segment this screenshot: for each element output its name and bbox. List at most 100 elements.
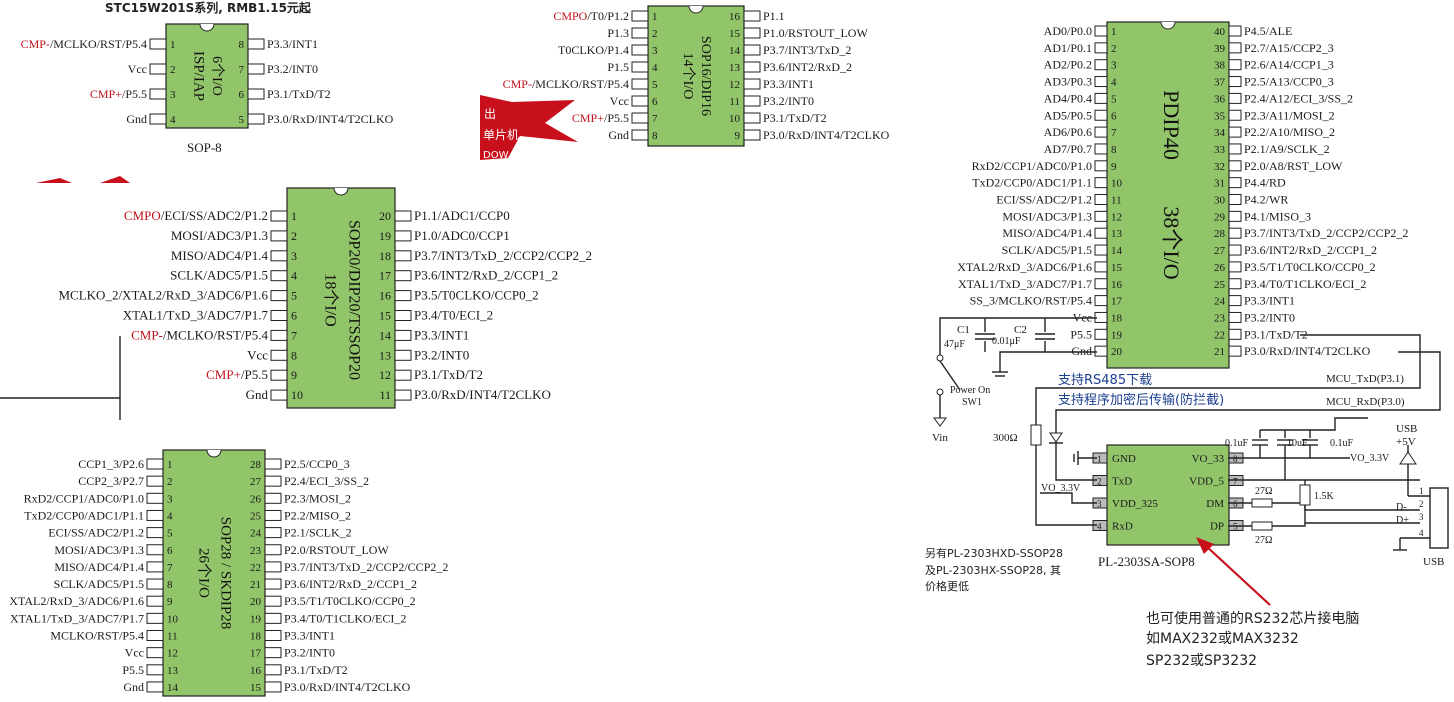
sop8-pin-number: 6 — [239, 89, 245, 101]
sop16-pin-number: 1 — [652, 11, 658, 23]
pl2303-pin-number: 4 — [1097, 522, 1102, 532]
pdip40-pin-label: P5.5 — [1070, 327, 1092, 341]
sop20-pin-number: 18 — [379, 249, 391, 263]
sop28-pin-number: 13 — [167, 665, 179, 677]
sop28-pin-24 — [264, 527, 282, 539]
pdip40-pin-number: 25 — [1214, 279, 1226, 291]
sop8-pin-number: 1 — [170, 39, 176, 51]
sop16-pin-label: Gnd — [608, 128, 629, 142]
sop16-pin-7 — [631, 112, 649, 124]
sop20-pin-15 — [394, 310, 412, 321]
sop8-notch — [199, 23, 215, 32]
sop20-pin-19 — [394, 230, 412, 242]
sop16-pin-label: CMP+/P5.5 — [572, 111, 629, 125]
sop28-pin-number: 15 — [250, 682, 262, 694]
pdip40-pin-label: MOSI/ADC3/P1.3 — [1002, 209, 1092, 223]
sop28-pin-label: Gnd — [123, 680, 144, 694]
sop20-pin-number: 17 — [379, 269, 391, 283]
pdip40-pin-28 — [1228, 227, 1242, 239]
sop16-pin-label: T0CLKO/P1.4 — [558, 43, 629, 57]
pl2303-pin-label: VDD_5 — [1189, 476, 1224, 488]
sop28-pin-number: 27 — [250, 476, 262, 488]
usb-pin-4: 4 — [1419, 528, 1424, 538]
sop28-pin-16 — [264, 664, 282, 676]
sop20-pin-number: 9 — [291, 368, 297, 382]
sop16-pin-10 — [743, 112, 761, 124]
sop28-pin-label: P2.1/SCLK_2 — [284, 526, 352, 540]
sop20-pin-1 — [270, 210, 288, 222]
pdip40-pin-9 — [1094, 160, 1108, 172]
sop28-pin-label: MOSI/ADC3/P1.3 — [54, 543, 144, 557]
pdip40-pin-number: 20 — [1111, 346, 1123, 358]
sop28-pin-25 — [264, 509, 282, 521]
sop28-pin-label: P2.4/ECI_3/SS_2 — [284, 474, 369, 488]
pdip40-pin-label: P3.1/TxD/T2 — [1244, 327, 1308, 341]
sop8-pin-3 — [149, 88, 167, 100]
sop16-pin-label: P1.0/RSTOUT_LOW — [763, 26, 868, 40]
sop16-pin-5 — [631, 78, 649, 90]
dplus-label: D+ — [1396, 515, 1409, 526]
sop20-pin-number: 8 — [291, 348, 297, 362]
rs485-support-label: 支持RS485下载 — [1058, 373, 1152, 388]
pdip40-pin-number: 13 — [1111, 228, 1123, 240]
usb-pin-1: 1 — [1419, 486, 1424, 496]
sop16-pin-number: 8 — [652, 130, 658, 142]
pdip40-pin-number: 32 — [1214, 161, 1225, 173]
sop20-pin-16 — [394, 290, 412, 302]
mcu-txd-wire — [1035, 334, 1421, 526]
pdip40-pin-11 — [1094, 194, 1108, 205]
mcu-rxd-label: MCU_RxD(P3.0) — [1326, 396, 1405, 408]
pdip40-pin-label: P3.3/INT1 — [1244, 294, 1295, 308]
pdip40-pin-number: 21 — [1214, 346, 1225, 358]
sop8-pin-label: Gnd — [126, 112, 147, 126]
mcu-rxd-wire — [1055, 351, 1441, 481]
page-title: STC15W201S系列, RMB1.15元起 — [105, 0, 312, 15]
banner-fragment — [36, 178, 72, 183]
sop28-pin-number: 11 — [167, 631, 178, 643]
sop16-pin-label: P3.0/RxD/INT4/T2CLKO — [763, 128, 890, 142]
pl2303-pin-label: GND — [1112, 453, 1136, 465]
pdip40-pin-number: 26 — [1214, 262, 1226, 274]
pdip40-pin-label: XTAL2/RxD_3/ADC6/P1.6 — [957, 260, 1092, 274]
sop16-body — [647, 5, 745, 147]
sop16-pin-6 — [631, 95, 649, 107]
sop28-pin-number: 24 — [250, 528, 262, 540]
rs232-note-2: 如MAX232或MAX3232 — [1146, 631, 1299, 647]
pl2303-pin-number: 6 — [1233, 499, 1238, 509]
pdip40-pin-39 — [1228, 42, 1242, 54]
pdip40-pin-label: P3.5/T1/T0CLKO/CCP0_2 — [1244, 260, 1376, 274]
pdip40-pin-label: AD1/P0.1 — [1044, 41, 1092, 55]
pdip40-pin-label: P4.4/RD — [1244, 176, 1286, 190]
banner-burst-shape — [480, 95, 578, 160]
pdip40-pin-8 — [1094, 143, 1108, 155]
sop16-pin-number: 11 — [729, 96, 740, 108]
sop20-pin-11 — [394, 389, 412, 401]
sop28-pin-27 — [264, 475, 282, 487]
pdip40-pin-number: 16 — [1111, 279, 1123, 291]
sop16-pin-label: P3.6/INT2/RxD_2 — [763, 60, 852, 74]
sop20-pin-label: P3.7/INT3/TxD_2/CCP2/CCP2_2 — [414, 248, 592, 263]
sop16-title-1: 14个I/O — [680, 53, 696, 100]
pdip40-pin-29 — [1228, 210, 1242, 222]
banner-fragment-2 — [100, 176, 130, 183]
sop28-pin-label: CCP2_3/P2.7 — [78, 474, 144, 488]
sop20-pin-label: P3.1/TxD/T2 — [414, 367, 483, 382]
sop28-pin-number: 25 — [250, 510, 262, 522]
sop16-pin-label: P3.1/TxD/T2 — [763, 111, 827, 125]
capacitor-bank — [1252, 430, 1318, 480]
pdip40-pin-12 — [1094, 210, 1108, 222]
sop8-title-2: 6个I/O — [209, 56, 225, 96]
pdip40-pin-27 — [1228, 244, 1242, 256]
programming-circuit: C1 47μF C2 0.01μF Power On SW1 Vin 支持RS4… — [925, 317, 1449, 669]
pl2303-pin-number: 2 — [1097, 477, 1102, 487]
sop20-pin-label: P3.3/INT1 — [414, 327, 469, 342]
r27-b-label: 27Ω — [1255, 535, 1272, 546]
pdip40-pin-label: SS_3/MCLKO/RST/P5.4 — [970, 294, 1092, 308]
sop8-pin-number: 2 — [170, 64, 176, 76]
sop16-pin-number: 15 — [729, 28, 741, 40]
sop28-title-2: SOP28 / SKDIP28 — [218, 517, 234, 630]
sop28-pin-19 — [264, 612, 282, 624]
pdip40-pin-label: AD4/P0.4 — [1044, 91, 1092, 105]
sop28-pin-26 — [264, 492, 282, 504]
